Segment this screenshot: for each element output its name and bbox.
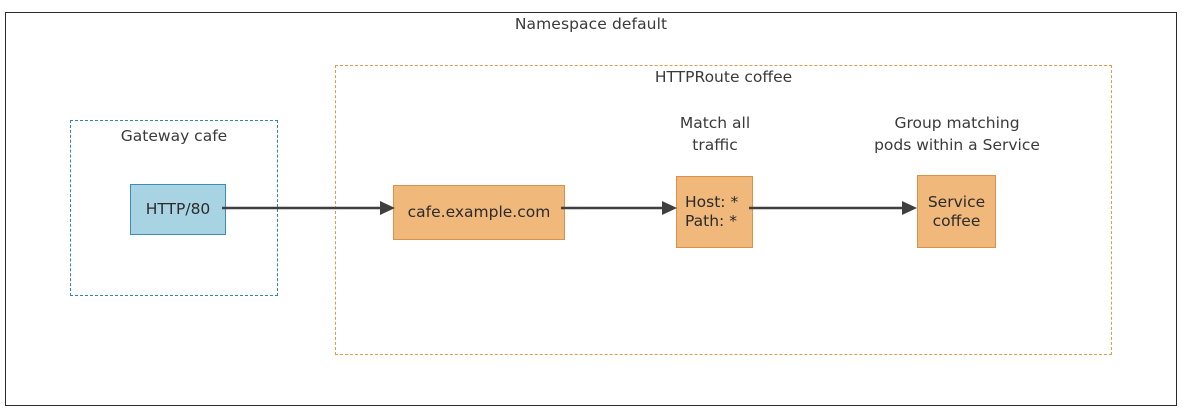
httproute-container (335, 65, 1112, 355)
httproute-title: HTTPRoute coffee (654, 68, 793, 86)
caption-group-matching-pods: Group matching pods within a Service (874, 114, 1040, 154)
node-match-rules[interactable]: Host: * Path: * (676, 176, 753, 248)
caption-match-all-traffic: Match all traffic (679, 114, 751, 154)
gateway-title: Gateway cafe (120, 127, 228, 145)
namespace-title: Namespace default (514, 15, 668, 33)
node-hostname-cafe-example-com[interactable]: cafe.example.com (393, 185, 565, 240)
node-listener-http80[interactable]: HTTP/80 (130, 184, 226, 235)
node-service-coffee[interactable]: Service coffee (917, 175, 996, 248)
